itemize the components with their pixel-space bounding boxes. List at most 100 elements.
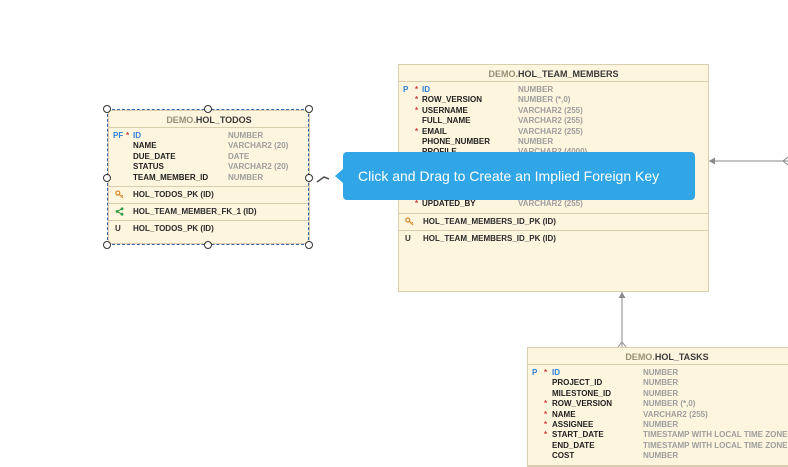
column-type: NUMBER xyxy=(643,368,679,377)
required-marker: * xyxy=(544,409,548,419)
column-name: PHONE_NUMBER xyxy=(422,136,491,146)
table-name: HOL_TASKS xyxy=(654,352,709,362)
key-list: HOL_TODOS_PK (ID) HOL_TEAM_MEMBER_FK_1 (I… xyxy=(109,187,309,237)
key-label: HOL_TODOS_PK (ID) xyxy=(133,189,214,199)
column-name: MILESTONE_ID xyxy=(552,388,611,398)
relationship-arrow-icon xyxy=(709,157,715,165)
column-type: VARCHAR2 (255) xyxy=(518,105,583,115)
column-type: NUMBER xyxy=(643,388,679,398)
key-label: HOL_TODOS_PK (ID) xyxy=(133,223,214,233)
resize-handle-s[interactable] xyxy=(204,241,212,249)
column-type: VARCHAR2 (255) xyxy=(518,116,583,126)
column-key-flag: P xyxy=(532,368,538,377)
column-type: TIMESTAMP WITH LOCAL TIME ZONE xyxy=(643,440,788,450)
schema-name: DEMO. xyxy=(625,352,655,362)
table-name: HOL_TODOS xyxy=(195,115,252,125)
required-marker: * xyxy=(415,105,419,115)
required-marker: * xyxy=(415,126,419,136)
column-name: ASSIGNEE xyxy=(552,419,594,429)
table-name: HOL_TEAM_MEMBERS xyxy=(518,69,619,79)
relationship-crowfoot-icon xyxy=(617,341,627,348)
resize-handle-n[interactable] xyxy=(204,105,212,113)
column-name: TEAM_MEMBER_ID xyxy=(133,172,209,182)
key-label: HOL_TEAM_MEMBERS_ID_PK (ID) xyxy=(423,233,556,243)
column-type: DATE xyxy=(228,151,250,161)
resize-handle-sw[interactable] xyxy=(103,241,111,249)
column-type: VARCHAR2 (255) xyxy=(518,199,583,209)
column-row[interactable]: PROFILEVARCHAR2 (4000) xyxy=(399,147,708,157)
column-name: STATUS xyxy=(133,162,164,172)
resize-handle-e[interactable] xyxy=(305,174,313,182)
key-row[interactable]: HOL_TEAM_MEMBER_FK_1 (ID) xyxy=(109,204,309,221)
column-name: ID xyxy=(133,131,141,140)
column-name: FULL_NAME xyxy=(422,116,471,126)
column-name: NAME xyxy=(133,141,157,151)
required-marker: * xyxy=(415,85,419,94)
implied-fk-tooltip: Click and Drag to Create an Implied Fore… xyxy=(335,152,695,200)
column-row[interactable]: END_DATE TIMESTAMP WITH LOCAL TIME ZONE xyxy=(528,441,788,451)
unique-icon: U xyxy=(115,223,121,233)
column-row[interactable]: FULL_NAME VARCHAR2 (255) xyxy=(399,116,708,126)
key-icon xyxy=(405,214,414,230)
column-type: NUMBER (*,0) xyxy=(518,95,571,105)
resize-handle-nw[interactable] xyxy=(103,105,111,113)
relationship-crowfoot-icon xyxy=(782,156,788,166)
column-type: VARCHAR2 (4000) xyxy=(518,147,587,157)
column-type: VARCHAR2 (255) xyxy=(643,409,708,419)
key-row[interactable]: HOL_TODOS_PK (ID) xyxy=(109,187,309,204)
key-icon xyxy=(115,187,124,203)
column-type: TIMESTAMP WITH LOCAL TIME ZONE xyxy=(643,430,788,440)
required-marker: * xyxy=(415,199,419,209)
schema-name: DEMO. xyxy=(488,69,518,79)
required-marker: * xyxy=(126,131,130,140)
relationship-arrow-icon xyxy=(618,292,626,298)
required-marker: * xyxy=(544,368,548,377)
table-title: DEMO.HOL_TASKS xyxy=(528,350,788,365)
column-type: NUMBER xyxy=(643,419,679,429)
column-row[interactable]: *UPDATED_BY VARCHAR2 (255) xyxy=(399,199,708,209)
column-name: ROW_VERSION xyxy=(422,95,483,105)
resize-handle-se[interactable] xyxy=(305,241,313,249)
column-name: ID xyxy=(552,368,560,377)
table-title: DEMO.HOL_TODOS xyxy=(109,113,309,128)
column-name: EMAIL xyxy=(422,126,447,136)
key-label: HOL_TEAM_MEMBERS_ID_PK (ID) xyxy=(423,216,556,226)
key-row[interactable]: U HOL_TODOS_PK (ID) xyxy=(109,221,309,237)
drag-connector-icon[interactable] xyxy=(316,176,330,183)
column-row[interactable]: MILESTONE_ID NUMBER xyxy=(528,389,788,399)
column-name: END_DATE xyxy=(552,440,595,450)
column-key-flag: P xyxy=(403,85,409,94)
table-title: DEMO.HOL_TEAM_MEMBERS xyxy=(399,67,708,82)
column-type: NUMBER xyxy=(643,451,679,461)
key-row[interactable]: HOL_TEAM_MEMBERS_ID_PK (ID) xyxy=(399,214,708,231)
column-type: NUMBER xyxy=(228,131,264,140)
required-marker: * xyxy=(544,399,548,409)
column-name: UPDATED_BY xyxy=(422,199,476,209)
resize-handle-ne[interactable] xyxy=(305,105,313,113)
resize-handle-w[interactable] xyxy=(103,174,111,182)
key-label: HOL_TEAM_MEMBER_FK_1 (ID) xyxy=(133,206,257,216)
column-row[interactable]: P * ID NUMBER xyxy=(528,368,788,378)
